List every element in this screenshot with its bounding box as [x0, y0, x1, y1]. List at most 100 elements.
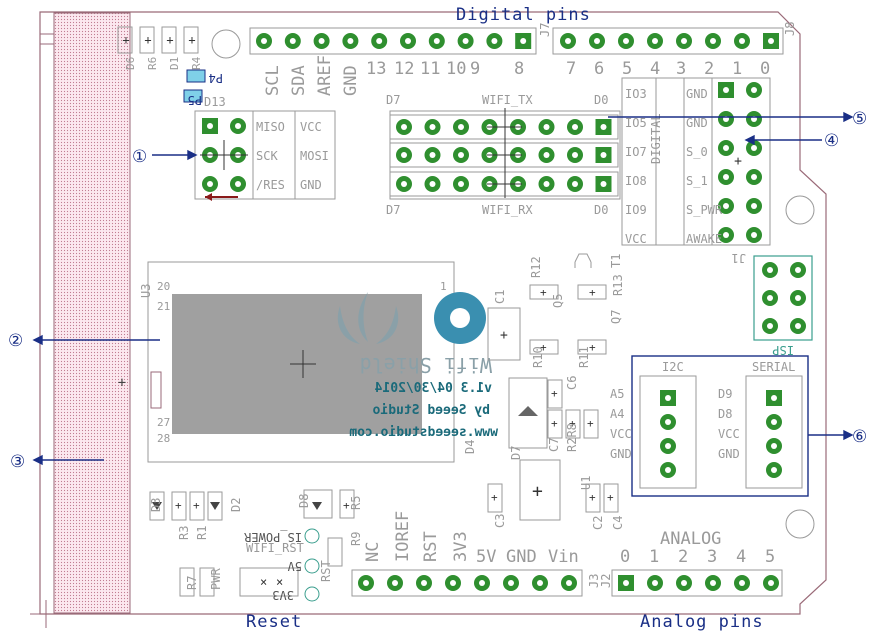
- j7-label: J7: [538, 23, 552, 37]
- power-pin-label: IOREF: [393, 511, 413, 562]
- j1-label: J1: [732, 251, 746, 265]
- power-pin-label: NC: [363, 542, 383, 562]
- svg-text:+: +: [589, 491, 596, 504]
- svg-text:27: 27: [157, 416, 170, 429]
- io-pin: [718, 169, 734, 185]
- svg-text:+: +: [193, 499, 200, 512]
- power-header-j3: [351, 569, 583, 597]
- wifi-header-pin: [396, 147, 412, 163]
- j8-pin: [560, 33, 576, 49]
- i2c-pin: [660, 438, 676, 454]
- io-pin-label: VCC: [625, 232, 647, 246]
- spi-pin-label: MOSI: [300, 149, 329, 163]
- spi-pin: [230, 118, 246, 134]
- spi-pin: [202, 118, 218, 134]
- svg-text:+: +: [589, 286, 596, 299]
- shield-by: by Seeed Studio: [372, 403, 490, 418]
- component-ref: C6: [565, 376, 579, 390]
- gear-icon: [434, 292, 486, 344]
- jumper-label-5v: 5V: [288, 559, 302, 573]
- isp-pin: [790, 318, 806, 334]
- svg-text:+: +: [540, 341, 547, 354]
- j3-pin: [387, 575, 403, 591]
- digital-pin-label: AREF: [315, 55, 335, 96]
- wifi-module-u3: [147, 261, 455, 463]
- analog-pin-label: 1: [649, 547, 659, 567]
- wifi-header-pin: [396, 176, 412, 192]
- svg-text:21: 21: [157, 300, 170, 313]
- j8-pin: [647, 33, 663, 49]
- component-ref: R11: [577, 346, 591, 368]
- isp-header: [753, 255, 813, 341]
- analog-pin-label: 4: [736, 547, 746, 567]
- svg-text:+: +: [500, 328, 508, 343]
- spi-pin: [230, 176, 246, 192]
- component-ref: R4: [190, 56, 203, 70]
- header-strip: [53, 12, 131, 614]
- digital-pin-label: SCL: [263, 65, 283, 96]
- i2c-pin: [660, 390, 676, 406]
- j8-label: J8: [783, 22, 797, 36]
- digital-pin-label: 4: [650, 59, 660, 79]
- component-ref: D6: [124, 57, 137, 70]
- io-pin-label: S_1: [686, 174, 708, 188]
- digital-pin-label: 12: [394, 59, 414, 79]
- svg-text:+: +: [569, 417, 576, 430]
- j7-pin: [515, 33, 532, 49]
- digital-pin-label: 13: [366, 59, 386, 79]
- component-ref: R5: [349, 496, 363, 510]
- component-ref: C2: [591, 516, 605, 530]
- io-pin-label: S_PWR: [686, 203, 723, 217]
- analog-title: ANALOG: [660, 529, 721, 549]
- jumper-label-wifi-rst: WIFI_RST: [246, 541, 304, 555]
- io-pin: [746, 198, 762, 214]
- io-pin: [746, 227, 762, 243]
- wifi-rx-label: WIFI_RX: [482, 203, 533, 217]
- digital-pin-label: 1: [732, 59, 742, 79]
- svg-text:+: +: [589, 341, 596, 354]
- wifi-d0-bottom: D0: [594, 203, 608, 217]
- component-ref: R9: [349, 532, 363, 546]
- serial-pin: [766, 438, 782, 454]
- component-ref: R2R8: [565, 423, 579, 452]
- svg-text:×: ×: [276, 575, 283, 589]
- digital-pin-label: 9: [470, 59, 480, 79]
- svg-text:+: +: [734, 154, 742, 169]
- digital-header-j7: [249, 27, 537, 55]
- shield-title: Wifi Shield: [360, 353, 492, 377]
- analog-pin-label: 0: [620, 547, 630, 567]
- j3-pin: [445, 575, 461, 591]
- j7-pin: [371, 33, 388, 49]
- digital-pin-label: 11: [420, 59, 440, 79]
- wifi-header-pin: [424, 147, 441, 163]
- serial-pin: [766, 390, 782, 406]
- callout-number-1: ①: [132, 147, 147, 167]
- svg-text:J3: J3: [587, 574, 601, 588]
- wifi-d7-top: D7: [386, 93, 400, 107]
- component-ref: D4: [463, 440, 477, 454]
- j3-pin: [358, 575, 374, 591]
- serial-title: SERIAL: [752, 360, 795, 374]
- component-ref: R13: [611, 274, 625, 296]
- io-pin: [718, 140, 734, 156]
- svg-text:20: 20: [157, 280, 170, 293]
- io-pin: [746, 111, 762, 127]
- digital-pin-label: GND: [341, 65, 361, 96]
- io-pin-label: AWAKE: [686, 232, 722, 246]
- wifi-header-pin: [424, 176, 441, 192]
- j7-pin: [457, 33, 474, 49]
- svg-text:+: +: [118, 375, 126, 391]
- callout-number-2: ②: [8, 331, 23, 351]
- wifi-d7-bottom: D7: [386, 203, 400, 217]
- jumper-label-is-power: IS_POWER: [243, 530, 302, 544]
- j7-pin: [256, 33, 272, 49]
- j8-pin: [589, 33, 605, 49]
- analog-pin-label: 5: [765, 547, 775, 567]
- spi-pin-label: /RES: [256, 178, 285, 192]
- component-ref: T1: [609, 254, 623, 268]
- i2c-title: I2C: [662, 360, 684, 374]
- component-ref: R3: [177, 526, 191, 540]
- component-ref: Q7: [609, 310, 623, 324]
- io-pin-label: IO3: [625, 87, 647, 101]
- wifi-header-pin: [595, 176, 612, 192]
